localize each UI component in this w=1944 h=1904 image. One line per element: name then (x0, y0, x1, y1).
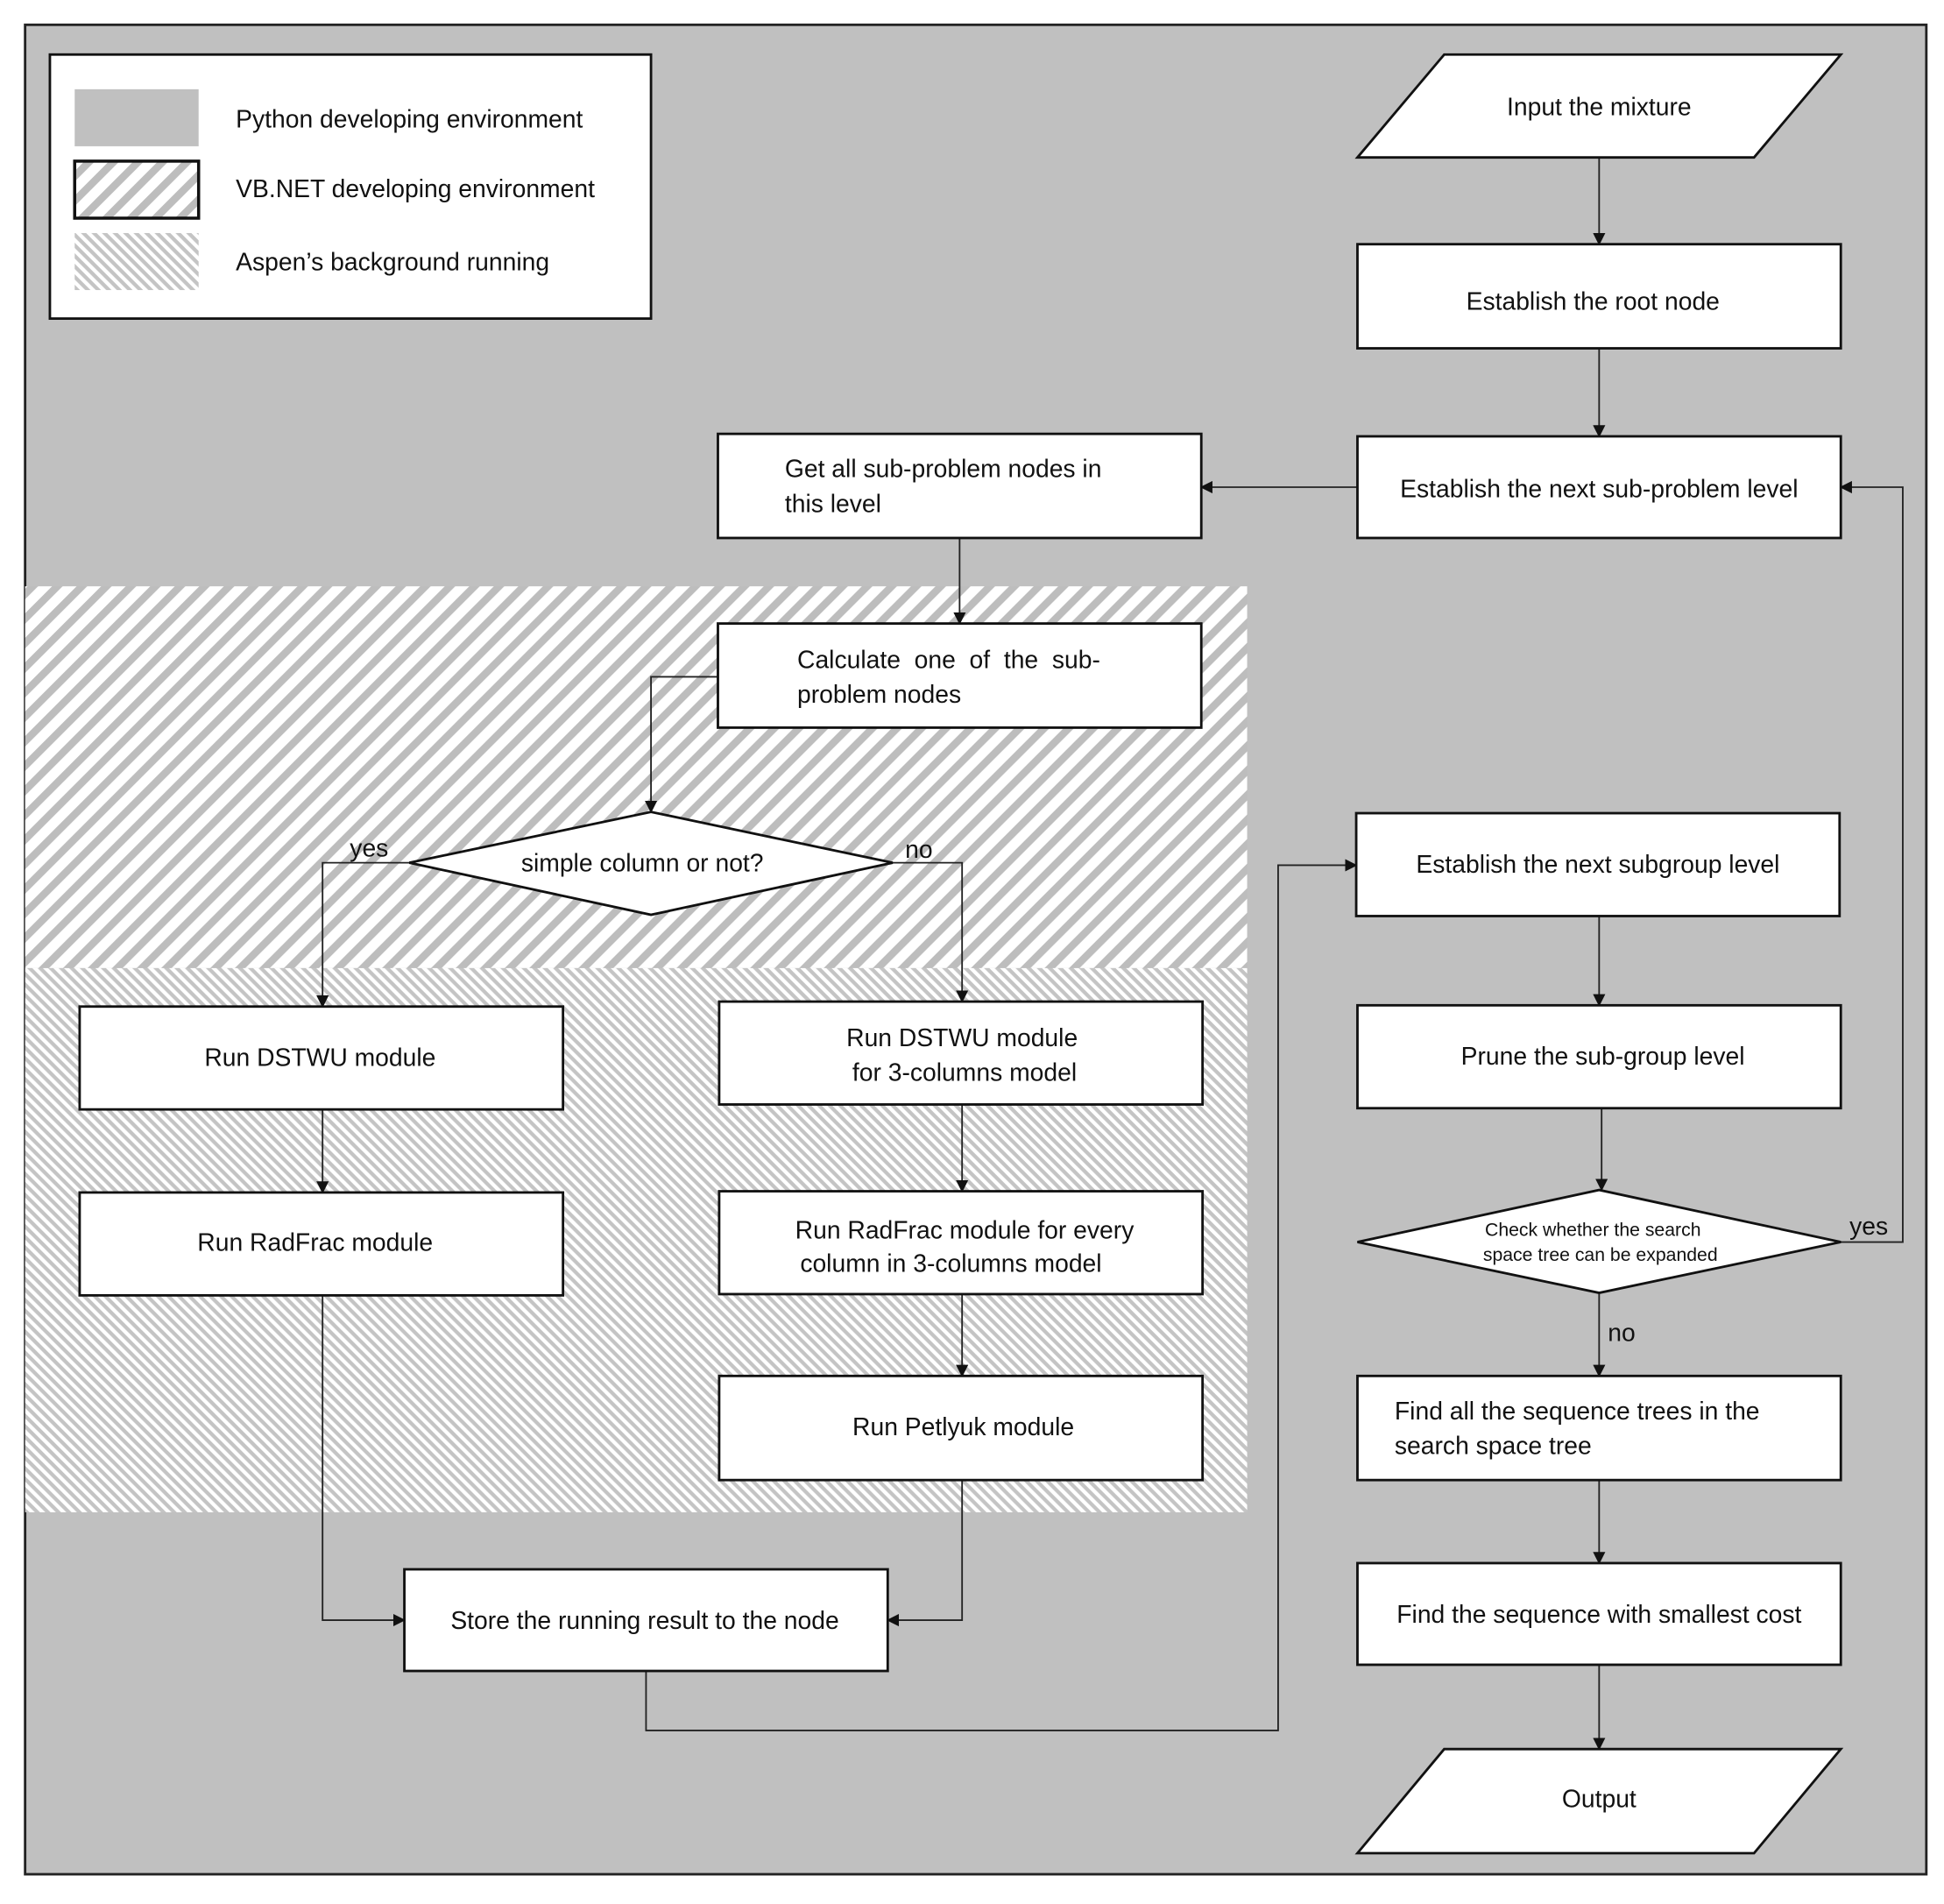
connectors (316, 157, 1904, 1751)
node-run-petlyuk: Run Petlyuk module (718, 1374, 1205, 1482)
node-get-subproblem-nodes: Get all sub-problem nodes in this level (717, 432, 1203, 540)
node-output: Output (1354, 1747, 1844, 1855)
edge-label-simple-no: no (905, 835, 932, 863)
node-input-mixture: Input the mixture (1354, 53, 1844, 159)
svg-text:Run RadFrac module: Run RadFrac module (197, 1228, 433, 1256)
decision-check-expand: Check whether the search space tree can … (1357, 1188, 1841, 1294)
svg-text:Input the mixture: Input the mixture (1507, 93, 1692, 121)
node-prune-subgroup: Prune the sub-group level (1356, 1003, 1842, 1110)
svg-text:problem nodes: problem nodes (797, 680, 961, 708)
node-store-result: Store the running result to the node (403, 1568, 889, 1673)
node-calculate-subproblem: Calculate one of the sub- problem nodes (717, 622, 1203, 729)
svg-text:this level: this level (785, 489, 881, 517)
svg-text:Prune the sub-group level: Prune the sub-group level (1461, 1042, 1745, 1070)
decision-simple-column: simple column or not? (408, 810, 894, 917)
svg-text:column in 3-columns model: column in 3-columns model (800, 1249, 1101, 1277)
svg-text:search space tree: search space tree (1395, 1431, 1592, 1459)
node-next-subproblem-level: Establish the next sub-problem level (1356, 435, 1842, 540)
svg-text:Output: Output (1562, 1785, 1636, 1813)
node-run-radfrac: Run RadFrac module (78, 1191, 565, 1297)
legend: Python developing environment VB.NET dev… (48, 53, 653, 320)
svg-text:simple column or not?: simple column or not? (521, 849, 764, 877)
svg-text:Run RadFrac module for every: Run RadFrac module for every (795, 1215, 1135, 1243)
node-find-sequence-trees: Find all the sequence trees in the searc… (1356, 1374, 1842, 1482)
legend-swatch-vbnet (73, 159, 201, 220)
svg-text:Find the sequence with smalles: Find the sequence with smallest cost (1396, 1600, 1801, 1628)
legend-swatch-aspen (74, 232, 199, 291)
svg-text:Calculate one of the sub-: Calculate one of the sub- (797, 646, 1100, 674)
svg-text:Store the running result to th: Store the running result to the node (450, 1606, 838, 1634)
edge-label-check-no: no (1608, 1319, 1635, 1347)
svg-text:Check whether the search: Check whether the search (1485, 1220, 1701, 1240)
svg-text:Get all sub-problem nodes in: Get all sub-problem nodes in (785, 455, 1102, 483)
legend-swatch-python (74, 88, 199, 146)
legend-label-vbnet: VB.NET developing environment (236, 174, 595, 202)
edge-label-check-yes: yes (1849, 1212, 1888, 1240)
node-run-radfrac-every-column: Run RadFrac module for every column in 3… (718, 1190, 1205, 1296)
node-smallest-cost: Find the sequence with smallest cost (1356, 1561, 1842, 1667)
svg-text:Run Petlyuk module: Run Petlyuk module (852, 1412, 1074, 1440)
svg-text:Find all the sequence trees in: Find all the sequence trees in the (1395, 1397, 1760, 1425)
legend-label-python: Python developing environment (236, 105, 583, 133)
svg-text:Establish the root node: Establish the root node (1467, 287, 1720, 315)
node-run-dstwu-3col: Run DSTWU module for 3-columns model (718, 1000, 1205, 1106)
svg-text:Establish the next subgroup le: Establish the next subgroup level (1416, 850, 1779, 878)
node-run-dstwu: Run DSTWU module (78, 1005, 565, 1111)
svg-text:space tree can be expanded: space tree can be expanded (1483, 1245, 1718, 1265)
svg-text:for 3-columns model: for 3-columns model (852, 1058, 1077, 1086)
svg-text:Establish the next sub-problem: Establish the next sub-problem level (1400, 474, 1798, 502)
svg-text:Run DSTWU module: Run DSTWU module (846, 1023, 1078, 1051)
edge-label-simple-yes: yes (350, 834, 388, 862)
node-establish-root: Establish the root node (1356, 243, 1842, 350)
legend-label-aspen: Aspen’s background running (236, 247, 549, 275)
node-next-subgroup-level: Establish the next subgroup level (1354, 811, 1841, 917)
svg-text:Run DSTWU module: Run DSTWU module (204, 1044, 435, 1072)
